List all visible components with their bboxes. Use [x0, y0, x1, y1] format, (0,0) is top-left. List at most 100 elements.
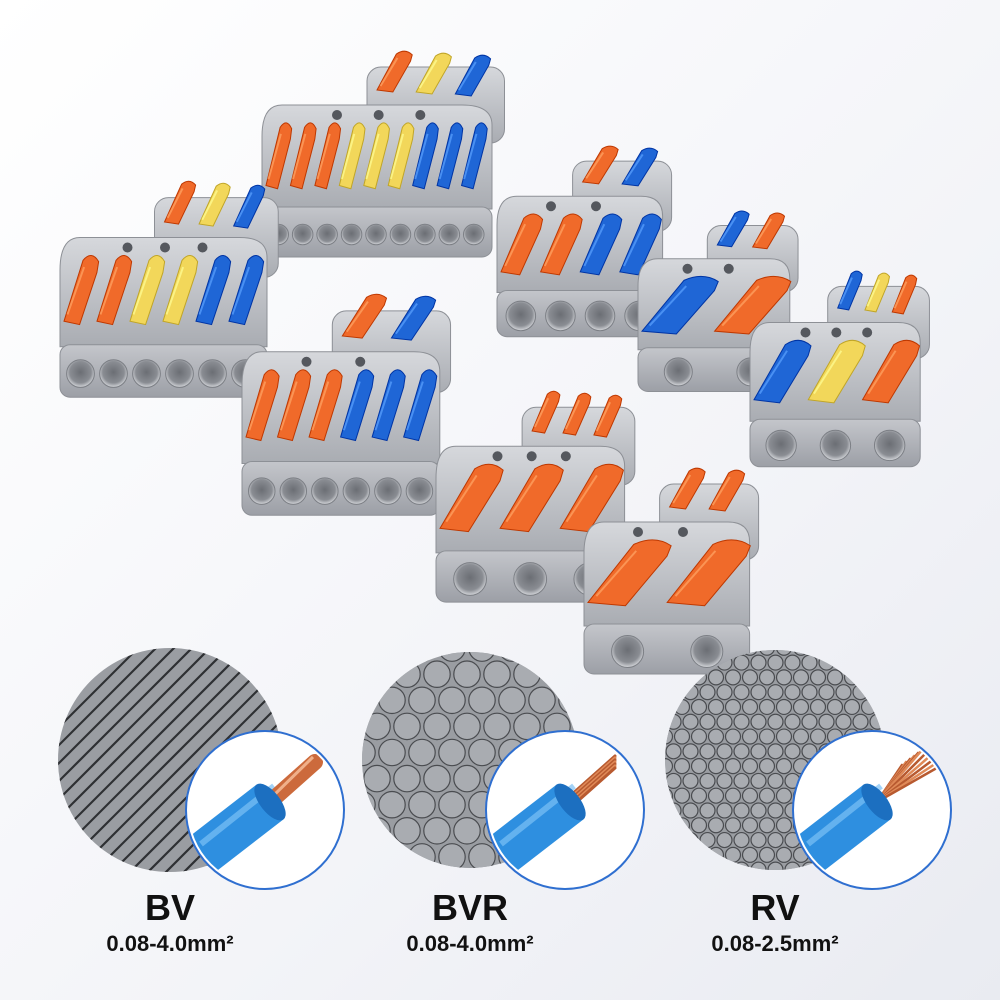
strand-circle	[767, 743, 784, 760]
connector-3-way-orange-vent-hole-0	[492, 451, 503, 462]
strand-circle	[819, 626, 834, 641]
wire-cut-face	[254, 783, 286, 821]
strand-circle	[453, 816, 481, 845]
connector-3-way-orange-input-lever-2	[593, 394, 623, 438]
strand-circle	[393, 712, 421, 741]
strand-circle	[673, 728, 691, 745]
strand-circle	[733, 654, 750, 671]
strand-circle	[792, 698, 810, 716]
connector-4-way-vent-hole-0	[546, 201, 556, 212]
connector-4-way-lever-3-body	[619, 213, 662, 276]
strand-circle	[877, 650, 885, 656]
strand-circle	[724, 758, 742, 775]
connector-3-way-tricolor-input-lever-0-highlight	[839, 277, 853, 305]
strand-circle	[767, 861, 784, 870]
connector-6-way-bicolor-lever-2	[308, 369, 343, 442]
strand-circle	[826, 698, 844, 716]
strand-circle	[544, 609, 570, 635]
connector-9-way-vent-hole-0	[332, 110, 342, 120]
strand-circle	[767, 684, 784, 701]
connector-3-way-orange-lever-0-highlight	[445, 474, 478, 523]
connector-6-way-tricolor-vent-hole-0	[122, 242, 133, 253]
strand-circle	[682, 713, 699, 730]
connector-6-way-tricolor-input-lever-1-highlight	[201, 189, 219, 221]
connector-9-way-lever-6-highlight	[414, 133, 429, 180]
strand-circle	[641, 699, 656, 714]
connector-6-way-bicolor-wire-hole-4	[374, 477, 402, 505]
strand-circle	[649, 833, 664, 848]
connector-4-way-input-lever-1-body	[621, 147, 659, 187]
strand-circle	[887, 626, 902, 641]
strand-circle	[785, 626, 800, 641]
strand-line	[58, 648, 223, 872]
connector-4-way-input-lever-1	[621, 147, 659, 187]
connector-3-way-orange-lever-2-body	[559, 463, 624, 533]
connector-3-way-orange-input-lever-1-body	[562, 392, 592, 436]
strand-circle	[682, 743, 699, 760]
connector-2-way-blue-orange-wire-hole-0	[663, 357, 693, 387]
strand-circle	[699, 743, 716, 760]
strand-circle	[707, 846, 725, 863]
connector-6-way-bicolor-wire-hole-3	[342, 477, 371, 505]
connector-6-way-tricolor-lever-3-body	[162, 255, 199, 326]
connector-6-way-bicolor-lever-1-highlight	[279, 381, 298, 431]
connector-3-way-tricolor-lever-0-body	[753, 339, 812, 404]
strand-circle	[707, 758, 725, 775]
strand-circle	[784, 861, 801, 870]
strand-circle	[665, 728, 674, 745]
connector-4-way-input-lever-0-body	[581, 145, 619, 185]
strand-circle	[741, 758, 759, 775]
strand-circle	[758, 817, 776, 834]
strand-circle	[733, 684, 750, 701]
connector-9-way-wire-hole-7	[438, 223, 461, 246]
strand-circle	[750, 861, 767, 870]
strand-circle	[809, 698, 827, 716]
strand-circle	[818, 684, 835, 701]
connector-9-way-vent-hole-2	[415, 110, 426, 120]
strand-circle	[641, 729, 656, 744]
wire-range-bvr: 0.08-4.0mm²	[406, 931, 534, 956]
connector-9-way-input-lever-1-body	[415, 52, 452, 95]
strand-circle	[498, 652, 526, 662]
connector-3-way-orange-lever-0-body	[439, 463, 504, 533]
strand-circle	[423, 816, 451, 845]
connector-6-way-bicolor-lever-4-body	[371, 369, 406, 442]
connector-3-way-orange-lever-2	[559, 463, 624, 533]
strand-circle	[767, 802, 784, 819]
strand-circle	[673, 846, 691, 863]
strand-circle	[665, 817, 674, 834]
connector-6-way-bicolor-lever-2-body	[308, 369, 343, 442]
connector-6-way-tricolor-wire-hole-4	[198, 359, 227, 388]
strand-circle	[716, 713, 733, 730]
connector-9-way-input-lever-1	[415, 52, 452, 95]
connector-3-way-orange-input-lever-0	[531, 390, 561, 434]
strand-circle	[682, 802, 699, 819]
connector-2-way-blue-orange-lever-1-highlight	[721, 285, 760, 327]
strand-circle	[801, 684, 818, 701]
connector-2-way-blue-orange-vent-hole-0	[682, 263, 693, 274]
strand-circle	[741, 846, 759, 863]
strand-circle	[792, 650, 810, 656]
connector-9-way-lever-7-body	[436, 122, 464, 190]
strand-circle	[393, 660, 421, 688]
connector-9-way-lever-1-body	[289, 122, 317, 190]
connector-6-way-bicolor-lever-0-highlight	[248, 381, 267, 431]
strand-circle	[514, 609, 540, 635]
connector-2-way-blue-orange-lever-0-highlight	[648, 285, 687, 327]
connector-9-way-lever-6-body	[412, 122, 439, 190]
connector-3-way-orange-input-lever-2-highlight	[595, 401, 611, 432]
strand-circle	[362, 790, 376, 819]
connector-2-way-orange	[583, 467, 760, 675]
connector-3-way-orange-lever-0	[439, 463, 504, 533]
strand-circle	[673, 758, 691, 775]
connector-9-way-lever-0-body	[265, 122, 293, 190]
strand-circle	[699, 772, 716, 789]
connector-9-way-lever-1-highlight	[292, 133, 307, 180]
connector-6-way-tricolor-wire-hole-1	[99, 359, 128, 388]
connector-4-way-lever-1-highlight	[543, 223, 566, 267]
strand-circle	[741, 728, 759, 745]
strand-circle	[468, 652, 496, 662]
strand-circle	[378, 686, 406, 715]
strand-circle	[454, 609, 480, 635]
